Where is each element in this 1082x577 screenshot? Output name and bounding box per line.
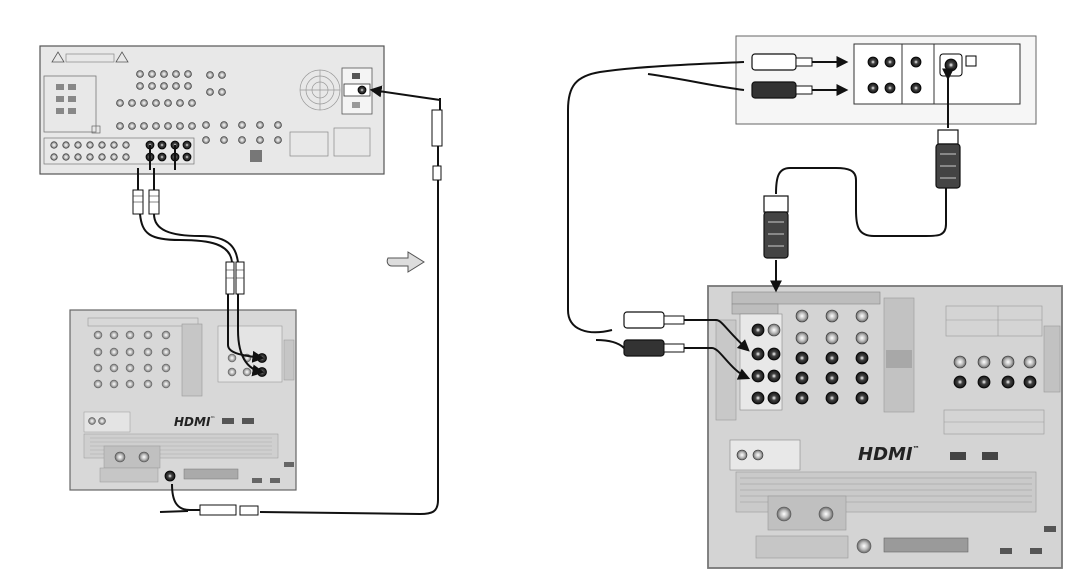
hand-arrow-icon: [387, 252, 424, 272]
right-tv-rear-panel: HDMI™: [708, 286, 1062, 568]
left-tv-hdmi-logo: HDMI™: [174, 415, 215, 429]
left-tv-video-in-jack: [165, 471, 175, 481]
fan-grille: [300, 70, 340, 110]
left-tv-rear-panel: HDMI™: [70, 310, 296, 490]
s-video-plug-icon: [764, 130, 960, 258]
receiver-video-out-jack: [358, 86, 366, 94]
right-tv-hdmi-logo: HDMI™: [858, 444, 920, 465]
av-receiver-rear-panel: [40, 46, 384, 174]
vcr-rear-panel: [736, 36, 1036, 124]
vcr-s-video-out-jack: [945, 59, 957, 71]
right-tv-s-video-in-jack: [752, 324, 764, 336]
